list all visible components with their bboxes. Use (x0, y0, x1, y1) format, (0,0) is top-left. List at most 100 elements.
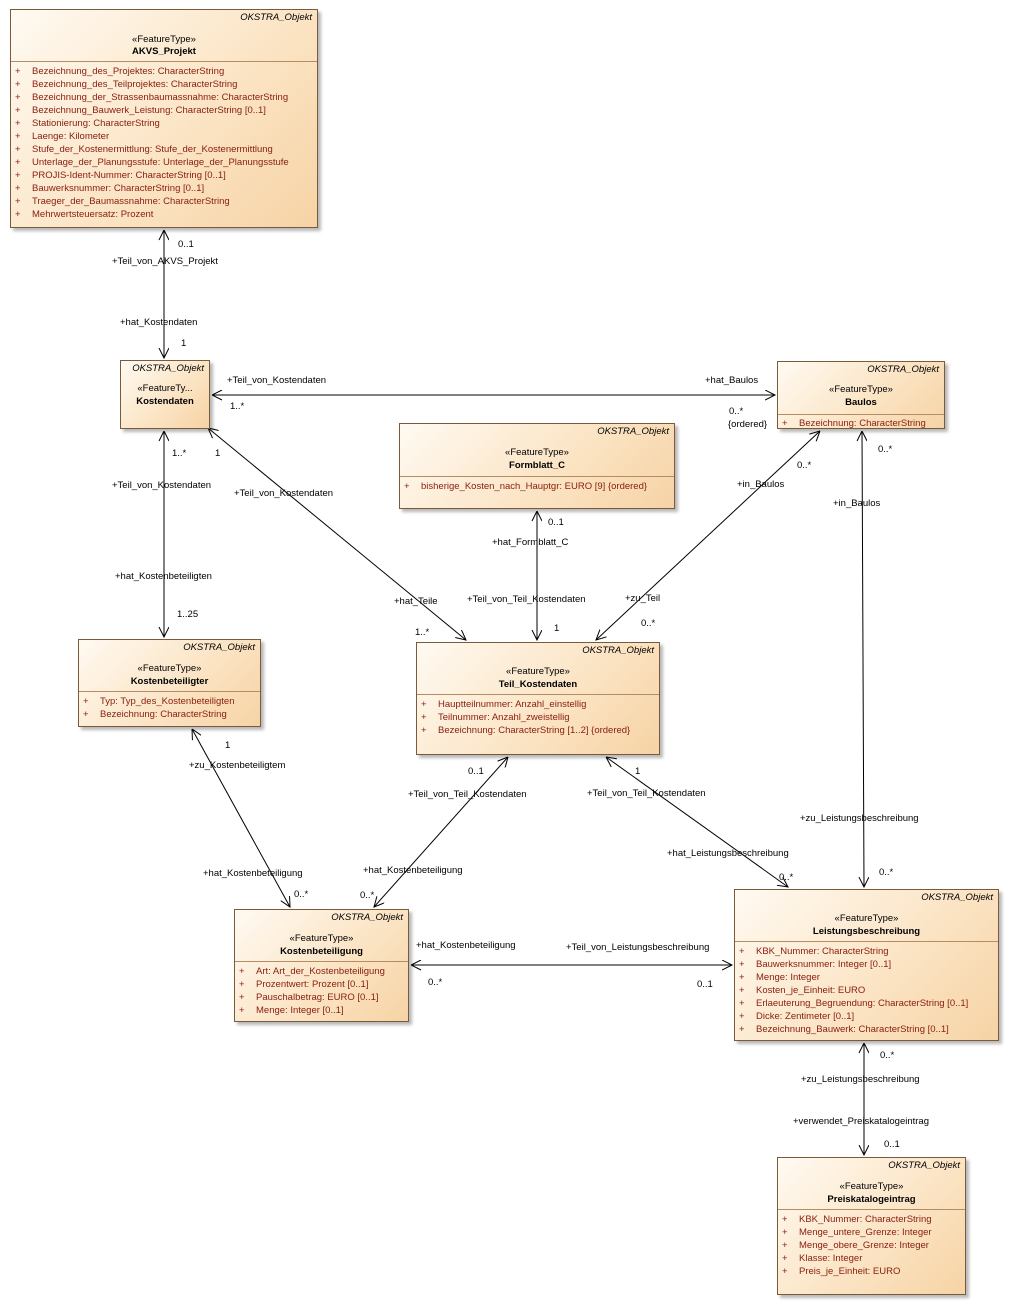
multiplicity-label: 1 (181, 338, 187, 349)
multiplicity-label: 1..* (172, 448, 187, 459)
role-label: +Teil_von_Kostendaten (234, 488, 334, 499)
class-stereotype: «FeatureType» (132, 34, 196, 45)
attribute: +Prozentwert: Prozent [0..1] (239, 979, 369, 990)
role-label: +Teil_von_Teil_Kostendaten (467, 594, 586, 605)
attribute: +Laenge: Kilometer (15, 131, 110, 142)
attribute: +Pauschalbetrag: EURO [0..1] (239, 992, 379, 1003)
role-label: +in_Baulos (833, 498, 881, 509)
attribute-list: +Art: Art_der_Kostenbeteiligung +Prozent… (235, 962, 408, 1017)
attribute: +Stufe_der_Kostenermittlung: Stufe_der_K… (15, 144, 273, 155)
attribute: +Menge_untere_Grenze: Integer (782, 1227, 932, 1238)
role-label: +Teil_von_Leistungsbeschreibung (566, 942, 710, 953)
attribute: +Bezeichnung_Bauwerk: CharacterString [0… (739, 1024, 949, 1035)
attribute-list: +KBK_Nummer: CharacterString +Menge_unte… (778, 1210, 965, 1278)
multiplicity-label: 0..* (641, 618, 656, 629)
class-name: Teil_Kostendaten (498, 679, 578, 690)
attribute: +Bezeichnung: CharacterString [1..2] {or… (421, 725, 631, 736)
multiplicity-label: 1..25 (177, 609, 199, 620)
class-stereotype: «FeatureType» (839, 1181, 904, 1192)
class-baulos[interactable]: OKSTRA_Objekt «FeatureType» Baulos +Beze… (777, 361, 945, 429)
role-label: +in_Baulos (737, 479, 785, 490)
multiplicity-label: 1 (635, 766, 641, 777)
class-name: Preiskatalogeintrag (827, 1194, 916, 1205)
attribute: +Hauptteilnummer: Anzahl_einstellig (421, 699, 587, 710)
class-parent: OKSTRA_Objekt (597, 426, 669, 437)
multiplicity-label: 1 (215, 448, 221, 459)
multiplicity-label: 1 (225, 740, 231, 751)
class-kostenbeteiligter[interactable]: OKSTRA_Objekt «FeatureType» Kostenbeteil… (78, 639, 261, 727)
class-name: Kostenbeteiligung (280, 946, 363, 957)
multiplicity-label: 0..1 (468, 766, 484, 777)
class-stereotype: «FeatureTy... (137, 383, 193, 394)
attribute: +Bezeichnung: CharacterString (782, 418, 926, 429)
attribute: +Art: Art_der_Kostenbeteiligung (239, 966, 385, 977)
association-line (208, 428, 466, 640)
role-label: +Teil_von_Teil_Kostendaten (587, 788, 706, 799)
multiplicity-label: 1..* (415, 627, 430, 638)
role-label: +zu_Kostenbeteiligtem (189, 760, 286, 771)
class-parent: OKSTRA_Objekt (132, 363, 204, 374)
attribute: +Traeger_der_Baumassnahme: CharacterStri… (15, 196, 230, 207)
attribute: +KBK_Nummer: CharacterString (739, 946, 889, 957)
class-teil-kostendaten[interactable]: OKSTRA_Objekt «FeatureType» Teil_Kostend… (416, 642, 660, 755)
attribute-list: +Hauptteilnummer: Anzahl_einstellig +Tei… (417, 695, 659, 737)
role-label: +hat_Kostenbeteiligung (203, 868, 303, 879)
class-parent: OKSTRA_Objekt (183, 642, 255, 653)
attribute: +PROJIS-Ident-Nummer: CharacterString [0… (15, 170, 226, 181)
multiplicity-label: 0..* (729, 406, 744, 417)
class-stereotype: «FeatureType» (829, 384, 893, 395)
class-parent: OKSTRA_Objekt (331, 912, 403, 923)
attribute: +Menge: Integer [0..1] (239, 1005, 344, 1016)
role-label: +Teil_von_AKVS_Projekt (112, 256, 218, 267)
class-parent: OKSTRA_Objekt (888, 1160, 960, 1171)
attribute: +Bezeichnung: CharacterString (83, 709, 227, 720)
class-akvs-projekt[interactable]: OKSTRA_Objekt «FeatureType» AKVS_Projekt… (10, 9, 318, 228)
class-parent: OKSTRA_Objekt (240, 12, 312, 23)
class-parent: OKSTRA_Objekt (921, 892, 993, 903)
multiplicity-label: 0..1 (178, 239, 194, 250)
class-kostenbeteiligung[interactable]: OKSTRA_Objekt «FeatureType» Kostenbeteil… (234, 909, 409, 1022)
class-kostendaten[interactable]: OKSTRA_Objekt «FeatureTy... Kostendaten (120, 360, 210, 429)
attribute: +Teilnummer: Anzahl_zweistellig (421, 712, 570, 723)
association-line (606, 757, 788, 887)
role-label: +zu_Leistungsbeschreibung (800, 813, 919, 824)
attribute: +Mehrwertsteuersatz: Prozent (15, 209, 154, 220)
class-stereotype: «FeatureType» (506, 666, 570, 677)
multiplicity-label: 0..1 (884, 1139, 900, 1150)
attribute: +Bezeichnung_des_Projektes: CharacterStr… (15, 66, 225, 77)
role-label: +hat_Baulos (705, 375, 759, 386)
role-label: +verwendet_Preiskatalogeintrag (793, 1116, 929, 1127)
class-name: Kostendaten (136, 396, 194, 407)
constraint-label: {ordered} (728, 419, 768, 430)
attribute: +Stationierung: CharacterString (15, 118, 160, 129)
multiplicity-label: 1 (554, 623, 560, 634)
role-label: +hat_Kostenbeteiligung (416, 940, 516, 951)
attribute: +Klasse: Integer (782, 1253, 863, 1264)
role-label: +hat_Kostenbeteiligung (363, 865, 463, 876)
multiplicity-label: 0..1 (697, 979, 713, 990)
class-name: Leistungsbeschreibung (812, 926, 921, 937)
multiplicity-label: 0..* (294, 889, 309, 900)
multiplicity-label: 1..* (230, 401, 245, 412)
class-name: Formblatt_C (509, 460, 565, 471)
multiplicity-label: 0..* (360, 890, 375, 901)
attribute-list: +KBK_Nummer: CharacterString +Bauwerksnu… (735, 942, 998, 1036)
class-leistungsbeschreibung[interactable]: OKSTRA_Objekt «FeatureType» Leistungsbes… (734, 889, 999, 1041)
class-formblatt-c[interactable]: OKSTRA_Objekt «FeatureType» Formblatt_C … (399, 423, 675, 509)
attribute: +Typ: Typ_des_Kostenbeteiligten (83, 696, 235, 707)
attribute-list: +Bezeichnung_des_Projektes: CharacterStr… (11, 62, 317, 221)
class-parent: OKSTRA_Objekt (867, 364, 939, 375)
class-preiskatalogeintrag[interactable]: OKSTRA_Objekt «FeatureType» Preiskatalog… (777, 1157, 966, 1295)
role-label: +hat_Teile (394, 596, 438, 607)
attribute: +Bezeichnung_des_Teilprojektes: Characte… (15, 79, 238, 90)
association-line (374, 757, 508, 907)
role-label: +hat_Kostendaten (120, 317, 198, 328)
class-stereotype: «FeatureType» (289, 933, 354, 944)
attribute-list: +Bezeichnung: CharacterString (778, 415, 944, 429)
role-label: +hat_Formblatt_C (492, 537, 569, 548)
class-name: AKVS_Projekt (132, 46, 196, 57)
class-name: Baulos (845, 397, 877, 408)
attribute: +Dicke: Zentimeter [0..1] (739, 1011, 855, 1022)
multiplicity-label: 0..* (878, 444, 893, 455)
